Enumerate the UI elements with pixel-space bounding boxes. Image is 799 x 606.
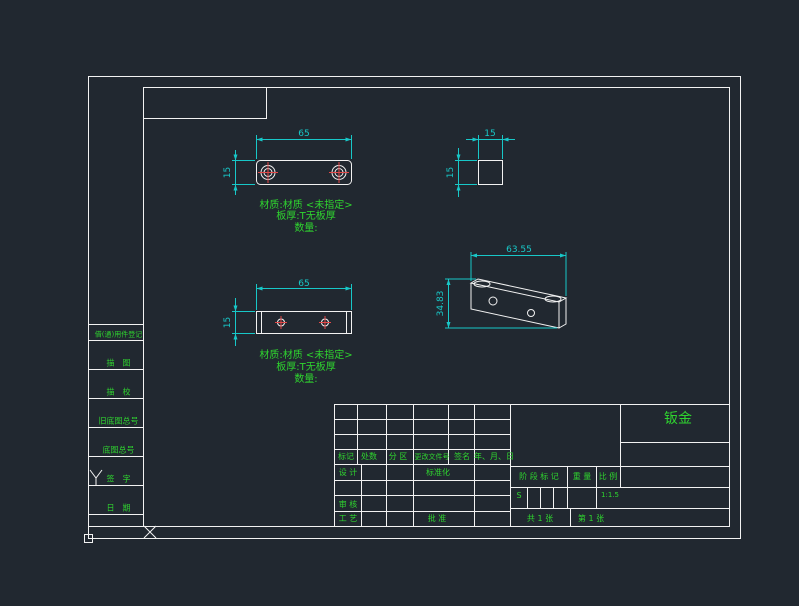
title-block-frame xyxy=(334,404,730,527)
label-review: 审 核 xyxy=(339,499,358,509)
isometric-view: 63.55 34.83 xyxy=(436,245,568,329)
side-view-dim-height-label: 15 xyxy=(446,167,456,178)
corner-stamp-box xyxy=(143,87,267,119)
bottom-view-note-thickness: 板厚:T无板厚 xyxy=(276,360,335,373)
sheet-number: 第 1 张 xyxy=(578,513,604,523)
front-view-note-quantity: 数量: xyxy=(294,221,317,234)
label-scale: 比 例 xyxy=(599,471,618,481)
title-block-grid xyxy=(334,404,730,527)
iso-hole-front-right xyxy=(527,309,535,317)
front-view-hole-left xyxy=(258,162,278,183)
iso-dim-height-label: 34.83 xyxy=(436,291,446,317)
bottom-view-outline xyxy=(256,311,352,334)
front-view: 65 15 材质:材质 <未指定> 板厚:T无板厚 数量: xyxy=(223,129,353,234)
front-view-note-thickness: 板厚:T无板厚 xyxy=(276,209,335,222)
bottom-view-hole-right xyxy=(319,316,331,329)
strip-label: 底图总号 xyxy=(103,445,135,455)
label-design: 设 计 xyxy=(339,467,358,477)
iso-dim-width-label: 63.55 xyxy=(506,245,532,255)
bottom-view-dim-height: 15 xyxy=(223,298,255,346)
title-block: 钣金 标记 处数 分 区 更改文件号 签名 年、月、日 设 计 标准化 审 核 … xyxy=(334,404,730,527)
outer-border xyxy=(88,76,741,539)
iso-hole-front-left xyxy=(488,296,498,306)
sheet-frame xyxy=(88,76,741,539)
strip-label: 日 期 xyxy=(107,504,131,513)
strip-label: 旧底图总号 xyxy=(99,416,139,426)
drawing-title: 钣金 xyxy=(664,411,692,427)
iso-end-face xyxy=(558,298,567,329)
bottom-view-dim-height-label: 15 xyxy=(223,317,233,328)
bottom-view-note-quantity: 数量: xyxy=(294,372,317,385)
strip-label: 借(通)用件登记 xyxy=(95,330,142,339)
front-view-hole-right xyxy=(329,162,349,183)
header-count: 处数 xyxy=(361,451,377,461)
header-mark: 标记 xyxy=(338,451,354,461)
header-change-doc: 更改文件号 xyxy=(415,452,450,461)
label-approve: 批 准 xyxy=(428,513,447,523)
label-s: S xyxy=(516,491,521,500)
origin-marker xyxy=(84,525,157,543)
header-zone: 分 区 xyxy=(389,452,408,461)
ucs-icon xyxy=(89,469,103,486)
label-weight: 重 量 xyxy=(573,471,592,481)
header-signature: 签名 xyxy=(454,451,470,461)
bottom-view-dim-width: 65 xyxy=(256,279,352,310)
strip-label: 签 字 xyxy=(107,474,131,484)
side-view: 15 15 xyxy=(446,129,515,197)
front-view-dim-width: 65 xyxy=(256,129,352,159)
front-view-note-material: 材质:材质 <未指定> xyxy=(259,198,352,211)
header-date: 年、月、日 xyxy=(474,451,514,461)
side-view-dim-width: 15 xyxy=(466,129,515,159)
side-view-dim-width-label: 15 xyxy=(484,129,495,139)
iso-top-face xyxy=(469,278,568,303)
bottom-view-hole-left xyxy=(275,316,287,329)
side-view-dim-height: 15 xyxy=(446,148,477,197)
front-view-dim-width-label: 65 xyxy=(298,129,309,139)
bottom-view-dim-width-label: 65 xyxy=(298,279,309,289)
bottom-view-note-material: 材质:材质 <未指定> xyxy=(259,348,352,361)
strip-label: 描 校 xyxy=(107,387,131,397)
iso-dim-height: 34.83 xyxy=(436,278,557,329)
total-sheets: 共 1 张 xyxy=(527,514,553,523)
front-view-outline xyxy=(256,160,352,185)
label-standardize: 标准化 xyxy=(426,467,450,477)
strip-label: 描 图 xyxy=(107,358,131,368)
label-stage-mark: 阶 段 标 记 xyxy=(519,471,559,481)
front-view-dim-height: 15 xyxy=(223,150,255,195)
label-process: 工 艺 xyxy=(339,514,358,523)
iso-hole-top-left xyxy=(473,280,491,288)
scale-value: 1:1.5 xyxy=(601,491,619,499)
front-view-dim-height-label: 15 xyxy=(223,167,233,178)
side-view-outline xyxy=(478,160,503,185)
iso-dim-width: 63.55 xyxy=(470,245,567,296)
bottom-view: 65 15 材质:材质 <未指定> 板厚:T无板厚 数量: xyxy=(223,279,353,385)
iso-hole-top-right xyxy=(544,295,562,303)
iso-front-face xyxy=(470,283,560,329)
